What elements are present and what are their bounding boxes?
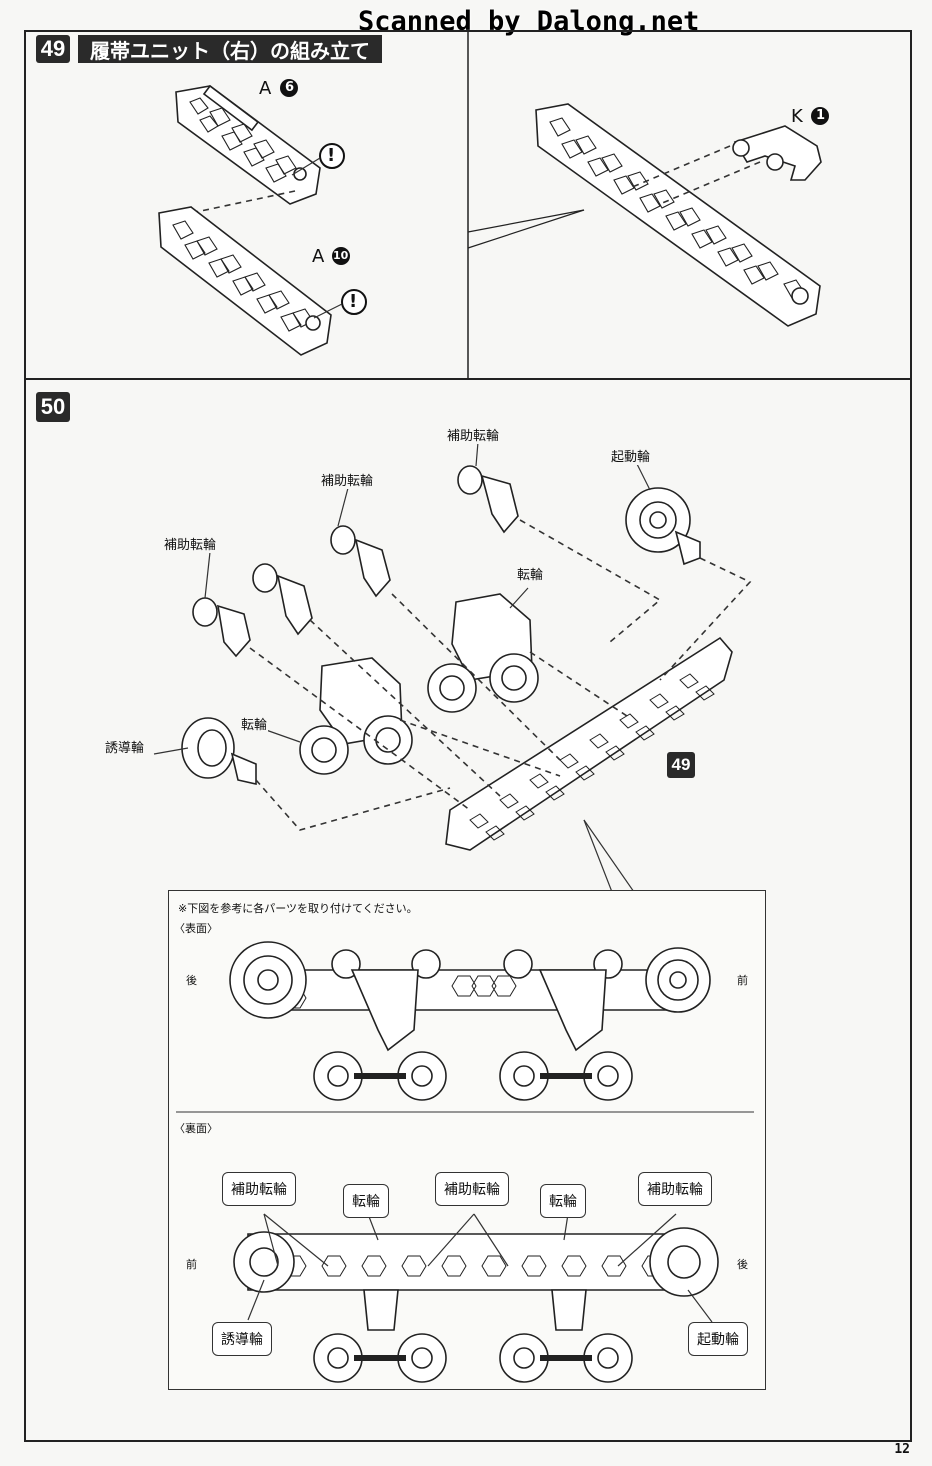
label-aux-wheel-3: 補助転輪 xyxy=(446,425,501,444)
callout-aux-wheel-3: 補助転輪 xyxy=(638,1172,712,1206)
ref-badge-49: 49 xyxy=(667,752,695,778)
callout-aux-wheel-2: 補助転輪 xyxy=(435,1172,509,1206)
inset-back-view xyxy=(233,1213,719,1383)
part-label-a-bottom: A xyxy=(311,246,326,267)
road-wheel-upper xyxy=(427,593,539,713)
track-piece-a6 xyxy=(175,84,321,205)
track-unit-49 xyxy=(445,636,733,851)
part-k1 xyxy=(732,125,822,181)
drive-sprocket xyxy=(625,487,701,566)
road-wheel-lower xyxy=(299,657,413,775)
label-drive-wheel: 起動輪 xyxy=(610,446,652,465)
callout-road-wheel-2: 転輪 xyxy=(540,1184,586,1218)
inset-front-label-top: 前 xyxy=(737,974,748,987)
step-49-divider xyxy=(467,32,585,378)
inset-rear-label-top: 後 xyxy=(186,974,197,987)
aux-wheel-mid xyxy=(252,563,313,636)
caution-leader-1 xyxy=(291,157,321,176)
aux-wheel-top xyxy=(457,465,519,534)
caution-mark-1: ! xyxy=(327,145,336,166)
part-label-k: K xyxy=(790,106,804,127)
inset-front-view xyxy=(229,941,711,1101)
callout-aux-wheel-1: 補助転輪 xyxy=(222,1172,296,1206)
label-road-wheel-2: 転輪 xyxy=(240,714,269,733)
step-49-title: 履帯ユニット（右）の組み立て xyxy=(78,35,382,63)
part-number-a6: 6 xyxy=(285,80,295,95)
aux-wheel-upper xyxy=(330,525,391,598)
step-50-exploded-view xyxy=(153,441,752,893)
part-number-k1: 1 xyxy=(816,108,826,123)
step-50-badge: 50 xyxy=(36,392,70,422)
caution-mark-2: ! xyxy=(349,291,358,312)
callout-idler: 誘導輪 xyxy=(212,1322,272,1356)
part-label-a-top: A xyxy=(258,78,273,99)
part-number-k1-icon xyxy=(811,107,829,125)
caution-icon-2 xyxy=(341,289,367,315)
idler-wheel xyxy=(181,717,257,785)
callout-road-wheel-1: 転輪 xyxy=(343,1184,389,1218)
callout-drive-wheel: 起動輪 xyxy=(688,1322,748,1356)
inset-divider xyxy=(176,1111,754,1113)
assembly-arrows-k1 xyxy=(629,145,761,205)
inset-front-face-label: 〈表面〉 xyxy=(174,922,218,935)
part-number-a10-icon xyxy=(332,247,350,265)
aux-wheel-left xyxy=(192,597,251,658)
inset-front-label-bottom: 前 xyxy=(186,1258,197,1271)
step-50-frame xyxy=(24,378,912,1442)
inset-back-face-label: 〈裏面〉 xyxy=(174,1122,218,1135)
part-number-a6-icon xyxy=(280,79,298,97)
label-road-wheel-1: 転輪 xyxy=(516,564,545,583)
inset-rear-label-bottom: 後 xyxy=(737,1258,748,1271)
track-piece-a10 xyxy=(158,206,332,356)
label-idler: 誘導輪 xyxy=(104,737,146,756)
inset-note: ※下図を参考に各パーツを取り付けてください。 xyxy=(178,902,418,915)
label-aux-wheel-2: 補助転輪 xyxy=(320,470,375,489)
part-number-a10: 10 xyxy=(333,249,349,262)
label-aux-wheel-1: 補助転輪 xyxy=(163,534,218,553)
track-assembled-49 xyxy=(535,103,821,327)
step-49-badge: 49 xyxy=(36,35,70,63)
caution-leader-2 xyxy=(313,303,343,319)
caution-icon-1 xyxy=(319,143,345,169)
page-number: 12 xyxy=(894,1442,910,1457)
